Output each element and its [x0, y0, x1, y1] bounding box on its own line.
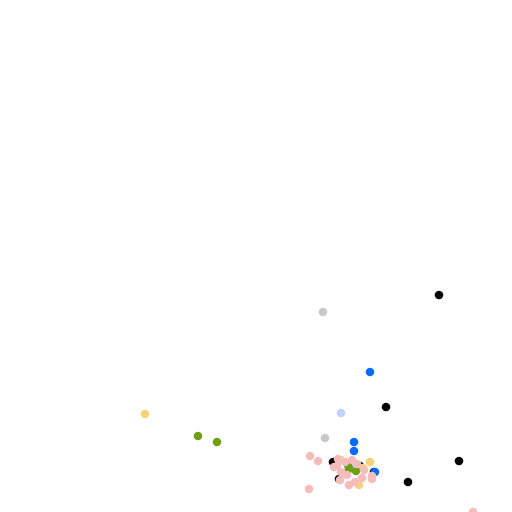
- data-point: [193, 431, 203, 441]
- data-point: [365, 367, 375, 377]
- data-point: [352, 459, 362, 469]
- series-3: [318, 307, 330, 443]
- data-point: [313, 456, 323, 466]
- data-point: [350, 477, 360, 487]
- data-point: [305, 451, 315, 461]
- data-point: [335, 475, 345, 485]
- data-point: [342, 470, 352, 480]
- data-point: [367, 474, 377, 484]
- data-point: [349, 437, 359, 447]
- data-point: [359, 465, 369, 475]
- data-point: [304, 484, 314, 494]
- data-point: [349, 446, 359, 456]
- points-layer: [140, 290, 478, 512]
- data-point: [333, 454, 343, 464]
- data-point: [212, 437, 222, 447]
- data-point: [329, 462, 339, 472]
- data-point: [336, 408, 346, 418]
- data-point: [403, 477, 413, 487]
- series-2: [336, 408, 346, 418]
- data-point: [454, 456, 464, 466]
- data-point: [381, 402, 391, 412]
- data-point: [365, 457, 375, 467]
- series-6: [304, 451, 478, 512]
- data-point: [351, 466, 361, 476]
- data-point: [340, 457, 350, 467]
- data-point: [140, 409, 150, 419]
- data-point: [320, 433, 330, 443]
- data-point: [357, 473, 367, 483]
- data-point: [468, 507, 478, 512]
- data-point: [318, 307, 328, 317]
- data-point: [434, 290, 444, 300]
